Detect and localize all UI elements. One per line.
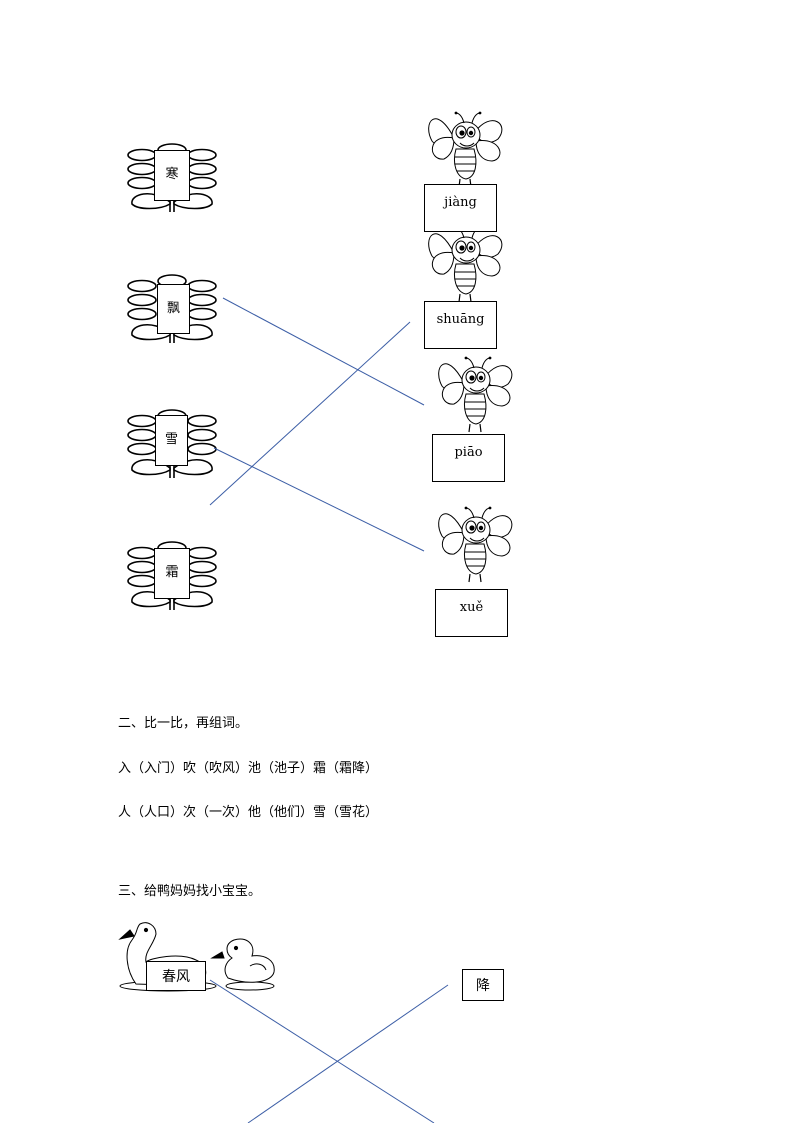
section2-line-2: 人（人口）次（一次）他（他们）雪（雪花） bbox=[118, 805, 379, 820]
bee-pinyin-1: jiàng bbox=[424, 184, 497, 232]
bee-pinyin-2: shuāng bbox=[424, 301, 497, 349]
match-line-chunfeng bbox=[209, 979, 435, 1123]
baby-word-card: 降 bbox=[462, 969, 504, 1001]
bee-pinyin-4: xuě bbox=[435, 589, 508, 637]
flower-char-3: 雪 bbox=[155, 415, 188, 466]
bee-pinyin-3: piāo bbox=[432, 434, 505, 482]
section2-heading: 二、比一比，再组词。 bbox=[118, 716, 249, 731]
mother-word-card: 春风 bbox=[146, 961, 206, 991]
match-line-shuang bbox=[209, 321, 411, 506]
bee-icon-2 bbox=[428, 226, 503, 303]
flower-char-1: 寒 bbox=[154, 150, 190, 201]
section2-line-1: 入（入门）吹（吹风）池（池子）霜（霜降） bbox=[118, 761, 379, 776]
flower-char-4: 霜 bbox=[154, 548, 190, 599]
duckling-icon bbox=[210, 938, 275, 991]
flower-char-2: 飘 bbox=[157, 284, 190, 334]
bee-icon-1 bbox=[428, 110, 503, 188]
match-line-xue bbox=[213, 447, 425, 552]
match-line-piao bbox=[222, 297, 425, 406]
bee-icon-4 bbox=[438, 506, 513, 583]
section3-heading: 三、给鸭妈妈找小宝宝。 bbox=[118, 884, 262, 899]
match-line-jiang bbox=[247, 984, 449, 1123]
bee-icon-3 bbox=[438, 356, 513, 433]
